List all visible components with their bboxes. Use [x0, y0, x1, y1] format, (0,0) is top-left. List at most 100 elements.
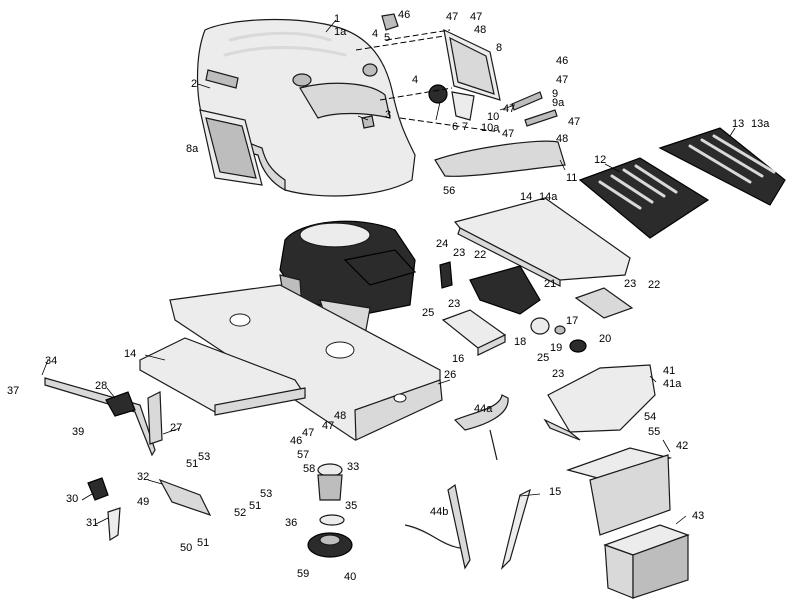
callout-55: 55	[648, 426, 661, 438]
bushing-18	[530, 317, 550, 335]
callout-22-right: 22	[648, 279, 661, 291]
callout-47-c: 47	[556, 74, 569, 86]
callout-14-panel: 14	[520, 191, 533, 203]
callout-53-b: 53	[260, 488, 273, 500]
callout-47-d: 47	[503, 103, 516, 115]
callout-1: 1	[334, 13, 341, 25]
callout-44a: 44a	[474, 403, 493, 415]
washer-19	[554, 325, 566, 335]
floor-panel-14	[453, 197, 631, 287]
callout-47-e: 47	[568, 116, 581, 128]
callout-6: 6	[452, 121, 459, 133]
callout-47-b: 47	[470, 11, 483, 23]
callout-2: 2	[191, 78, 198, 90]
callout-36: 36	[285, 517, 298, 529]
callout-54: 54	[644, 411, 657, 423]
cover-41	[543, 364, 656, 441]
exhaust-pipe-44b	[404, 483, 471, 570]
callout-25-left: 25	[422, 307, 435, 319]
front-window-8	[443, 28, 501, 101]
callout-51-a: 51	[186, 458, 199, 470]
callout-8: 8	[496, 42, 503, 54]
callout-33: 33	[347, 461, 360, 473]
callout-20: 20	[599, 333, 612, 345]
callout-13: 13	[732, 118, 745, 130]
callout-7: 7	[462, 121, 469, 133]
callout-40: 40	[344, 571, 357, 583]
lever-27	[147, 391, 163, 445]
battery-holder-42	[565, 447, 673, 536]
callout-3: 3	[385, 109, 392, 121]
callout-48-right: 48	[556, 133, 569, 145]
callout-24: 24	[436, 238, 449, 250]
callout-57: 57	[297, 449, 310, 461]
callout-53-a: 53	[198, 451, 211, 463]
callout-35: 35	[345, 500, 358, 512]
callout-28: 28	[95, 380, 108, 392]
callout-34: 34	[45, 355, 58, 367]
callout-37: 37	[7, 385, 20, 397]
callout-59: 59	[297, 568, 310, 580]
callout-41: 41	[663, 365, 676, 377]
callout-21: 21	[544, 278, 557, 290]
callout-23-low: 23	[552, 368, 565, 380]
bracket-28	[105, 391, 136, 417]
callout-46-top: 46	[398, 9, 411, 21]
callout-17: 17	[566, 315, 579, 327]
callout-16: 16	[452, 353, 465, 365]
knob-20	[569, 339, 587, 353]
callout-9a: 9a	[552, 97, 565, 109]
callout-8a: 8a	[186, 143, 199, 155]
mat-12	[578, 157, 710, 239]
callout-30: 30	[66, 493, 79, 505]
footrest-11	[434, 140, 566, 177]
callout-44b: 44b	[430, 506, 449, 518]
grille	[381, 13, 475, 121]
plate-32	[158, 478, 212, 517]
callout-56: 56	[443, 185, 456, 197]
callout-39: 39	[72, 426, 85, 438]
brackets-9-10	[511, 91, 558, 127]
callout-47-g: 47	[302, 427, 315, 439]
callout-23-mid: 23	[448, 298, 461, 310]
callout-46-low: 46	[290, 435, 303, 447]
callout-14a: 14a	[539, 191, 558, 203]
callout-52: 52	[234, 507, 247, 519]
callout-48-low: 48	[334, 410, 347, 422]
solenoid-21	[469, 265, 541, 315]
callout-14-left: 14	[124, 348, 137, 360]
callout-23-top: 23	[453, 247, 466, 259]
callout-31: 31	[86, 517, 99, 529]
pedal-31	[107, 507, 121, 542]
callout-1a: 1a	[334, 26, 347, 38]
channel-16	[441, 309, 507, 356]
callout-9: 9	[552, 88, 559, 100]
callout-12: 12	[594, 154, 607, 166]
callout-13a: 13a	[751, 118, 770, 130]
callout-10a: 10a	[481, 122, 500, 134]
callout-11: 11	[566, 172, 578, 184]
callout-10: 10	[487, 111, 500, 123]
knob-30	[87, 477, 109, 501]
frame-26	[169, 284, 443, 441]
callout-27: 27	[170, 422, 183, 434]
callout-18: 18	[514, 336, 527, 348]
callout-19: 19	[550, 342, 563, 354]
callout-47-a: 47	[446, 11, 459, 23]
bracket-17	[574, 287, 634, 319]
callout-22-top: 22	[474, 249, 487, 261]
callout-46-right: 46	[556, 55, 569, 67]
callout-42: 42	[676, 440, 689, 452]
battery-43	[603, 524, 690, 599]
mat-13	[658, 127, 786, 206]
callout-48-top: 48	[474, 24, 487, 36]
side-window-8a	[199, 109, 263, 186]
relay-24	[439, 261, 453, 289]
callout-4-top: 4	[372, 28, 379, 40]
floor-panel-14-left	[139, 337, 307, 416]
callout-5: 5	[384, 32, 391, 44]
exhaust-pipe-44a	[453, 394, 509, 461]
callout-41a: 41a	[663, 378, 682, 390]
